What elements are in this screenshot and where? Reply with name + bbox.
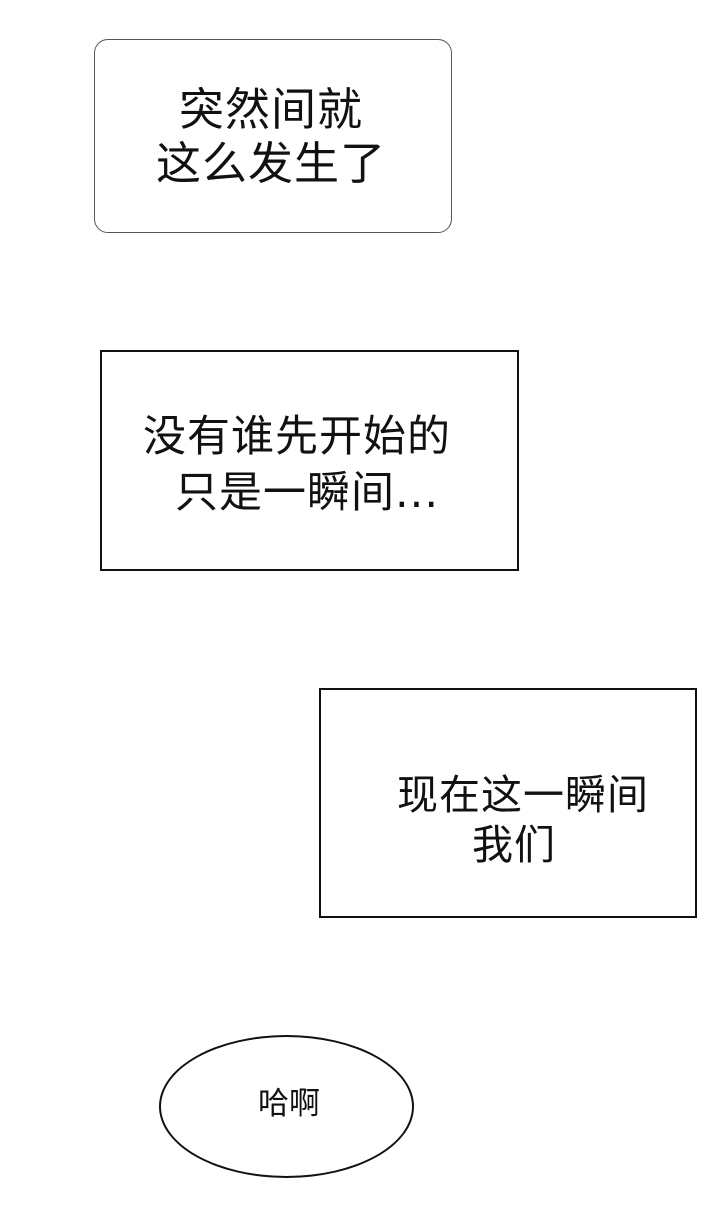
narration-text-line: 突然间就	[179, 83, 364, 136]
narration-text-line: 我们	[472, 821, 556, 869]
speech-bubble: 哈啊	[159, 1035, 414, 1178]
narration-text-line: 只是一瞬间...	[175, 468, 440, 518]
narration-text-line: 现在这一瞬间	[397, 771, 649, 819]
narration-box: 现在这一瞬间 我们	[319, 688, 697, 918]
narration-box-rounded: 突然间就 这么发生了	[94, 39, 452, 233]
narration-text-line: 没有谁先开始的	[143, 412, 451, 462]
narration-text-line: 这么发生了	[156, 137, 387, 190]
speech-text: 哈啊	[258, 1086, 320, 1122]
narration-box: 没有谁先开始的 只是一瞬间...	[100, 350, 519, 571]
